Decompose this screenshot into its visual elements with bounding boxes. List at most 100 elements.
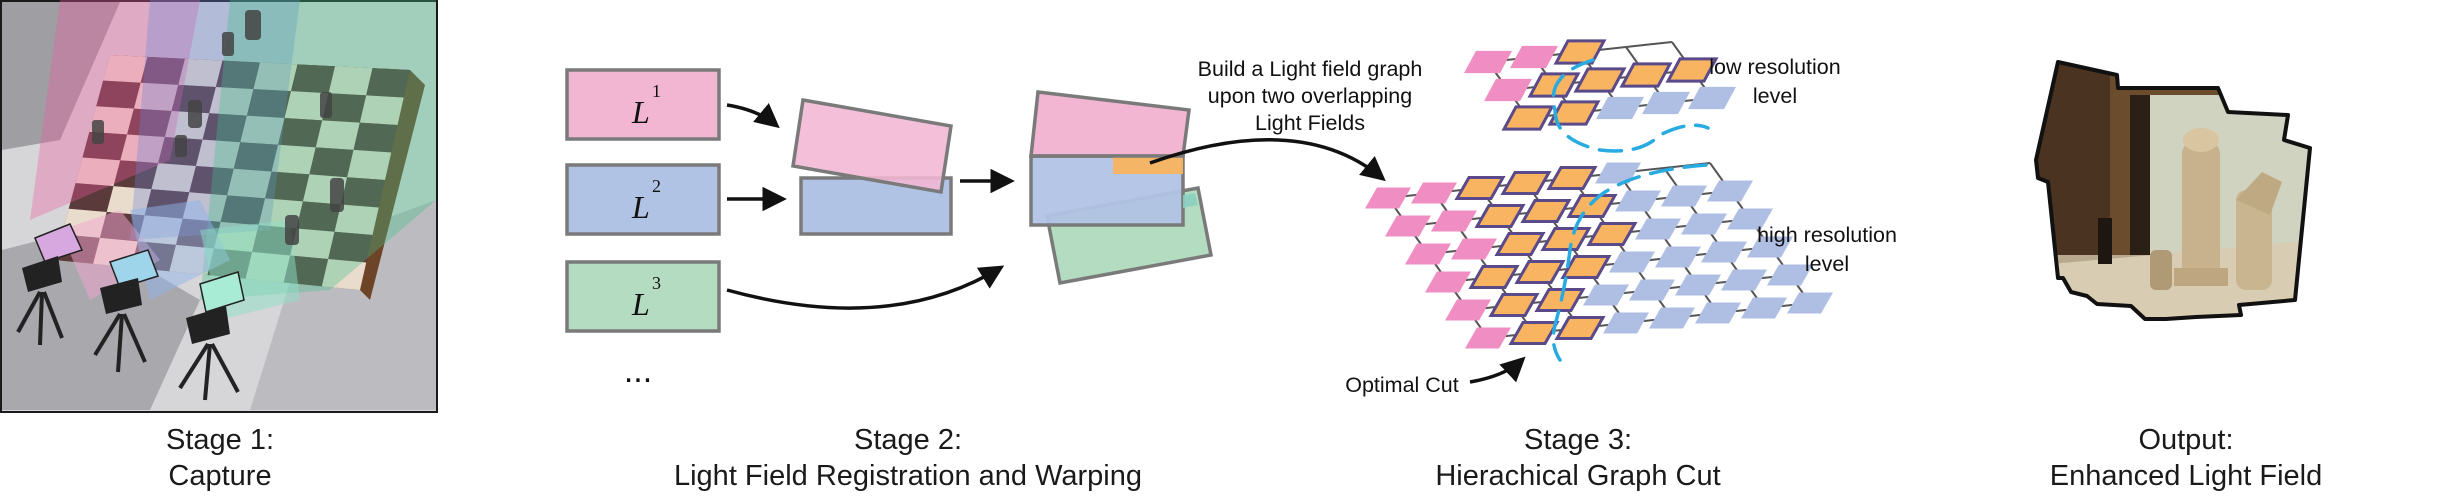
board-square	[96, 80, 141, 109]
capture-fields	[30, 0, 436, 320]
board-square	[220, 195, 266, 226]
board-square	[347, 149, 392, 180]
graph-node	[1566, 193, 1618, 219]
graph-node	[1510, 45, 1558, 69]
board-square	[68, 183, 114, 213]
build-graph-annotation: Build a Light field graph upon two overl…	[1198, 57, 1423, 135]
board-square	[315, 120, 360, 150]
graph-node	[1411, 182, 1457, 204]
board-square	[328, 66, 373, 96]
board-square	[202, 113, 247, 143]
graph-node	[1787, 292, 1833, 314]
warped-pair	[791, 97, 953, 236]
graph-node	[1560, 254, 1612, 280]
graph-node	[1701, 241, 1747, 263]
graph-node	[1586, 221, 1638, 247]
board-square	[291, 64, 335, 94]
output-caption: Output: Enhanced Light Field	[2050, 424, 2322, 492]
stage-3-title: Stage 3:	[1524, 424, 1632, 456]
board-square	[178, 58, 223, 87]
graph-node	[1494, 231, 1546, 257]
light-field-1: L 1	[565, 68, 721, 141]
board-square	[227, 168, 272, 199]
graph-node	[1425, 271, 1471, 293]
more-light-fields-ellipsis: ...	[624, 352, 652, 390]
capture-illustration	[0, 0, 438, 413]
board-square	[120, 134, 165, 164]
graph-node	[1554, 315, 1606, 341]
camera-1	[16, 223, 84, 346]
output-subtitle: Enhanced Light Field	[2050, 460, 2322, 492]
graph-node	[1603, 312, 1649, 334]
stage-2-caption: Stage 2: Light Field Registration and Wa…	[674, 424, 1142, 492]
graph-node	[1583, 284, 1629, 306]
stage-3-subtitle: Hierachical Graph Cut	[1435, 460, 1720, 492]
board-square	[265, 171, 310, 202]
low-resolution-label: low resolution level	[1709, 55, 1840, 108]
light-field-2: L 2	[565, 163, 721, 236]
high-resolution-label: high resolution level	[1757, 223, 1897, 276]
output-title: Output:	[2138, 424, 2233, 456]
board-square	[246, 89, 292, 118]
stage-1-caption: Stage 1: Capture	[166, 424, 274, 492]
board-square	[253, 62, 298, 92]
graph-node	[1405, 243, 1451, 265]
graph-node	[1596, 96, 1644, 120]
graph-node	[1464, 50, 1512, 74]
stage2-arrows	[726, 103, 1386, 310]
high-resolution-graph	[1365, 162, 1833, 349]
graph-node	[1655, 246, 1701, 268]
graph-node	[1527, 72, 1581, 98]
low-res-line-1: low resolution	[1709, 55, 1840, 79]
board-square	[195, 139, 241, 169]
graph-node	[1501, 105, 1555, 131]
board-square	[133, 82, 179, 111]
graph-node	[1514, 259, 1566, 285]
stage-2-subtitle: Light Field Registration and Warping	[674, 460, 1142, 492]
board-square	[171, 84, 216, 114]
graph-node	[1721, 269, 1767, 291]
graph-node	[1595, 162, 1641, 184]
enhanced-light-field-image	[2034, 60, 2312, 321]
board-square	[340, 177, 385, 208]
graph-node	[1727, 208, 1773, 230]
graph-node	[1675, 274, 1721, 296]
graph-node	[1454, 175, 1506, 201]
graph-node	[1695, 302, 1741, 324]
graph-node	[1635, 218, 1681, 240]
stage-2-title: Stage 2:	[854, 424, 962, 456]
light-field-2-index: 2	[652, 176, 661, 196]
camera-2	[93, 249, 159, 373]
board-square	[151, 163, 196, 193]
board-square	[353, 122, 398, 153]
graph-node	[1484, 78, 1532, 102]
light-field-3-symbol: L	[631, 286, 650, 322]
board-square	[106, 186, 152, 216]
board-square	[75, 157, 121, 187]
graph-node	[1465, 327, 1511, 349]
board-square	[127, 108, 172, 138]
graph-node	[1468, 264, 1520, 290]
graph-node	[1451, 238, 1497, 260]
build-graph-line-2: upon two overlapping	[1208, 84, 1412, 108]
board-square	[284, 91, 329, 121]
graph-node	[1649, 307, 1695, 329]
graph-node	[1500, 170, 1552, 196]
board-square	[321, 258, 367, 290]
stage-1-subtitle: Capture	[168, 460, 271, 492]
optimal-cut-label: Optimal Cut	[1345, 373, 1459, 397]
graph-node	[1445, 299, 1491, 321]
graph-node	[1629, 279, 1675, 301]
board-square	[309, 147, 354, 178]
light-field-3-index: 3	[652, 273, 661, 293]
board-square	[189, 165, 234, 196]
chess-pieces-photo	[2098, 128, 2282, 290]
board-square	[334, 204, 379, 235]
graph-node	[1553, 39, 1607, 65]
graph-node	[1431, 210, 1477, 232]
graph-node	[1546, 165, 1598, 191]
stage-3-caption: Stage 3: Hierachical Graph Cut	[1435, 424, 1720, 492]
board-square	[140, 56, 185, 85]
graph-node	[1474, 203, 1526, 229]
